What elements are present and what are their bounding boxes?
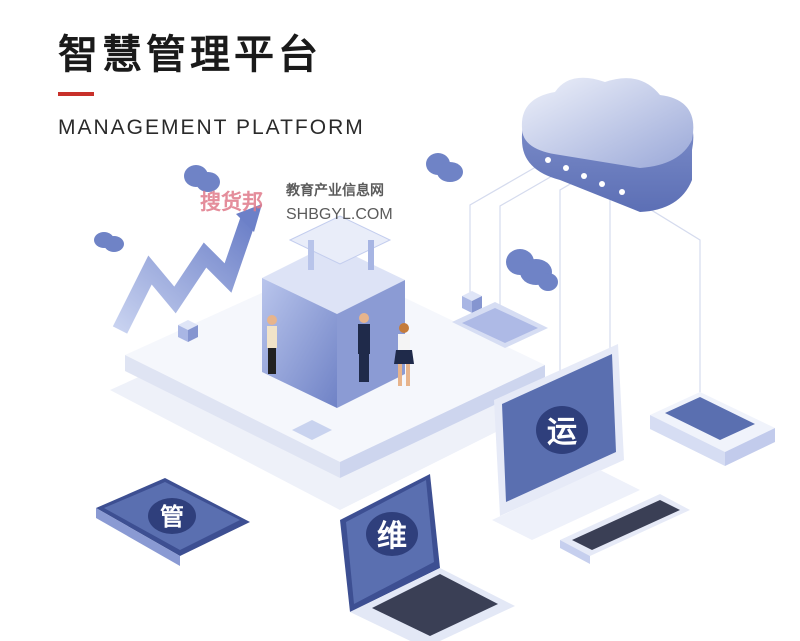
tablet-device	[96, 478, 250, 566]
people-figures	[267, 313, 414, 386]
tray-panel	[452, 302, 548, 348]
laptop-device	[340, 474, 515, 641]
laptop-char: 维	[377, 519, 407, 554]
page-subtitle: MANAGEMENT PLATFORM	[58, 116, 365, 139]
keyboard	[560, 494, 690, 564]
title-accent-bar	[58, 92, 94, 96]
monitor-char: 运	[547, 415, 577, 450]
watermark-brand: 搜货邦	[200, 190, 263, 214]
page-title: 智慧管理平台	[58, 32, 322, 78]
watermark-site-name: 教育产业信息网	[286, 183, 384, 199]
small-clouds	[94, 153, 558, 291]
growth-arrow	[112, 204, 262, 334]
watermark-url: SHBGYL.COM	[286, 206, 393, 223]
monitor-device	[492, 344, 640, 540]
small-tablet-right	[650, 392, 775, 466]
central-server-block	[262, 215, 405, 408]
cloud-server	[521, 77, 694, 212]
tablet-char: 管	[160, 503, 184, 531]
small-cubes	[178, 291, 482, 440]
